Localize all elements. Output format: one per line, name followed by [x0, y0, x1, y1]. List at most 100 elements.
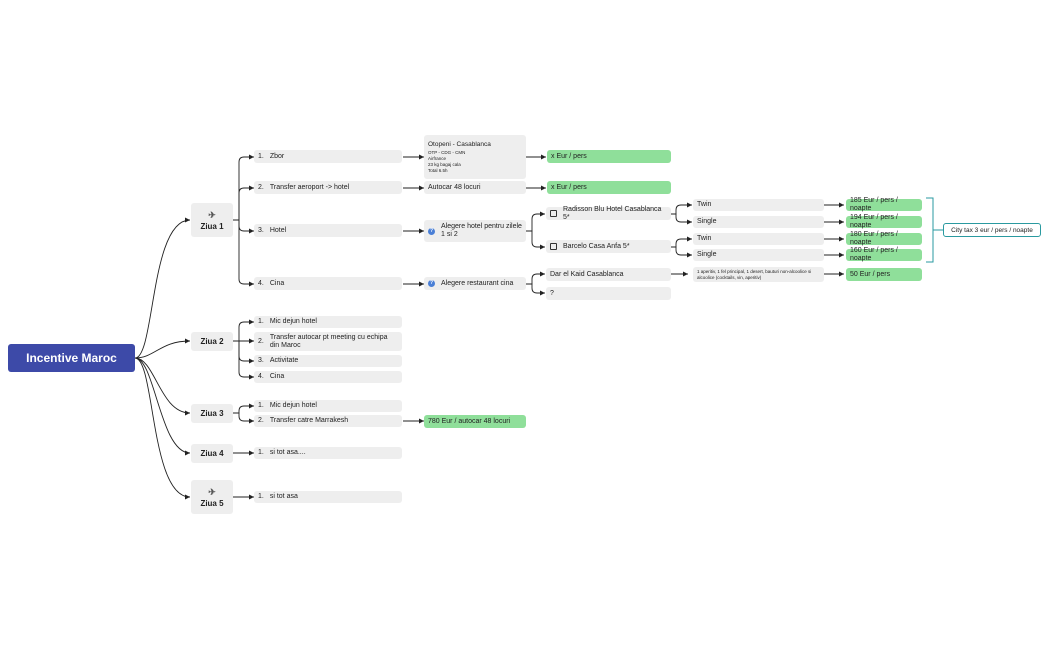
link-b-twin — [670, 236, 692, 248]
item-label: si tot asa — [269, 493, 298, 500]
price-barcelo-twin[interactable]: 180 Eur / pers / noapte — [846, 231, 922, 246]
item-number: 1. — [258, 493, 264, 500]
flight-airline: Airfrance — [428, 155, 447, 161]
bus-price[interactable]: x Eur / pers — [547, 181, 671, 194]
flight-baggage: 23 kg bagaj cala — [428, 161, 461, 167]
link-z1-transfer — [233, 185, 254, 221]
item-label: Mic dejun hotel — [269, 318, 317, 325]
price-label: 185 Eur / pers / noapte — [850, 197, 898, 212]
price-radisson-twin[interactable]: 185 Eur / pers / noapte — [846, 197, 922, 212]
z1-item-hotel[interactable]: 3. Hotel — [254, 224, 402, 237]
link-z2-i3 — [233, 340, 254, 364]
z4-item[interactable]: 1. si tot asa.... — [254, 447, 402, 459]
day-node-ziua1[interactable]: ✈ Ziua 1 — [191, 203, 233, 237]
item-number: 4. — [258, 373, 264, 380]
link-z1-hotel — [233, 219, 254, 234]
room-single-radisson[interactable]: Single — [693, 216, 824, 228]
item-number: 3. — [258, 226, 264, 234]
z3-item-transfer[interactable]: 2. Transfer catre Marrakesh — [254, 415, 402, 427]
hotel-option-radisson[interactable]: Radisson Blu Hotel Casablanca 5* — [546, 206, 671, 221]
item-number: 2. — [258, 337, 264, 345]
item-number: 3. — [258, 357, 264, 364]
hotel-option-label: Barcelo Casa Anfa 5* — [563, 242, 630, 250]
item-number: 1. — [258, 449, 264, 456]
price-barcelo-single[interactable]: 160 Eur / pers / noapte — [846, 247, 922, 262]
item-label: Transfer catre Marrakesh — [269, 417, 349, 424]
bus-node[interactable]: Autocar 48 locuri — [424, 181, 526, 194]
z5-item[interactable]: 1. si tot asa — [254, 491, 402, 503]
room-twin-barcelo[interactable]: Twin — [693, 233, 824, 245]
restaurant-choice[interactable]: ? Alegere restaurant cina — [424, 277, 526, 290]
room-single-barcelo[interactable]: Single — [693, 249, 824, 261]
flight-price[interactable]: x Eur / pers — [547, 150, 671, 163]
price-radisson-single[interactable]: 194 Eur / pers / noapte — [846, 214, 922, 229]
z3-item-mic-dejun[interactable]: 1. Mic dejun hotel — [254, 400, 402, 412]
hotel-choice-label: Alegere hotel pentru zilele 1 si 2 — [441, 223, 522, 238]
link-root-ziua5 — [134, 357, 191, 500]
restaurant-label: ? — [550, 289, 554, 297]
item-label: Zbor — [269, 152, 285, 160]
root-node[interactable]: Incentive Maroc — [8, 344, 135, 372]
link-restaurant-a — [526, 271, 545, 285]
link-z2-i1 — [233, 319, 254, 342]
checkbox-icon[interactable] — [550, 210, 557, 217]
item-label: Hotel — [269, 226, 287, 234]
item-number: 2. — [258, 417, 264, 424]
city-tax-bracket — [926, 197, 943, 263]
flight-details[interactable]: Otopeni - Casablanca OTP - CDG - CMN Air… — [424, 135, 526, 179]
z1-item-transfer[interactable]: 2. Transfer aeroport -> hotel — [254, 181, 402, 194]
city-tax-label: City tax 3 eur / pers / noapte — [951, 226, 1033, 234]
price-label: 780 Eur / autocar 48 locuri — [428, 417, 511, 425]
link-root-ziua2 — [134, 338, 191, 359]
day-node-ziua3[interactable]: Ziua 3 — [191, 404, 233, 423]
item-number: 1. — [258, 402, 264, 409]
link-z2-i4 — [233, 340, 254, 380]
z2-item-activitate[interactable]: 3. Activitate — [254, 355, 402, 367]
item-label: Cina — [269, 373, 285, 380]
restaurant-option-dar-el-kaid[interactable]: Dar el Kaid Casablanca — [546, 268, 671, 281]
menu-price[interactable]: 50 Eur / pers — [846, 268, 922, 281]
link-z3-i1 — [233, 403, 254, 414]
z1-item-zbor[interactable]: 1. Zbor — [254, 150, 402, 163]
item-number: 4. — [258, 279, 264, 287]
link-z1-cina — [233, 219, 254, 287]
link-root-ziua3 — [134, 357, 191, 416]
z3-transfer-price[interactable]: 780 Eur / autocar 48 locuri — [424, 415, 526, 428]
link-z3-i2 — [233, 412, 254, 424]
z2-item-cina[interactable]: 4. Cina — [254, 371, 402, 383]
z2-item-mic-dejun[interactable]: 1. Mic dejun hotel — [254, 316, 402, 328]
link-choice-a — [526, 211, 545, 232]
day-node-ziua2[interactable]: Ziua 2 — [191, 332, 233, 351]
hotel-option-barcelo[interactable]: Barcelo Casa Anfa 5* — [546, 240, 671, 253]
menu-label: 1 aperitiv, 1 fel principal, 1 desert, b… — [697, 269, 812, 280]
restaurant-option-unknown[interactable]: ? — [546, 287, 671, 300]
plane-icon: ✈ — [208, 486, 216, 497]
question-icon: ? — [428, 280, 435, 287]
room-label: Twin — [697, 235, 712, 242]
city-tax-note[interactable]: City tax 3 eur / pers / noapte — [943, 223, 1041, 237]
room-label: Twin — [697, 201, 712, 208]
day-node-ziua5[interactable]: ✈ Ziua 5 — [191, 480, 233, 514]
z2-item-transfer[interactable]: 2. Transfer autocar pt meeting cu echipa… — [254, 332, 402, 351]
item-label: Transfer autocar pt meeting cu echipa di… — [269, 333, 388, 349]
link-root-ziua4 — [134, 357, 191, 456]
item-label: Activitate — [269, 357, 299, 364]
price-label: x Eur / pers — [551, 152, 587, 160]
hotel-choice[interactable]: ? Alegere hotel pentru zilele 1 si 2 — [424, 220, 526, 242]
flight-route: OTP - CDG - CMN — [428, 149, 466, 155]
checkbox-icon[interactable] — [550, 243, 557, 250]
item-label: Mic dejun hotel — [269, 402, 317, 409]
day-label: Ziua 3 — [200, 409, 224, 418]
price-label: 160 Eur / pers / noapte — [850, 247, 898, 262]
link-root-ziua1 — [134, 217, 191, 359]
day-node-ziua4[interactable]: Ziua 4 — [191, 444, 233, 463]
room-label: Single — [697, 251, 717, 258]
link-a-single — [670, 213, 692, 225]
z1-item-cina[interactable]: 4. Cina — [254, 277, 402, 290]
link-z1-zbor — [233, 154, 254, 221]
menu-description[interactable]: 1 aperitiv, 1 fel principal, 1 desert, b… — [693, 267, 824, 282]
link-restaurant-b — [526, 283, 545, 296]
room-twin-radisson[interactable]: Twin — [693, 199, 824, 211]
restaurant-label: Dar el Kaid Casablanca — [550, 270, 624, 278]
day-label: Ziua 4 — [200, 449, 224, 458]
